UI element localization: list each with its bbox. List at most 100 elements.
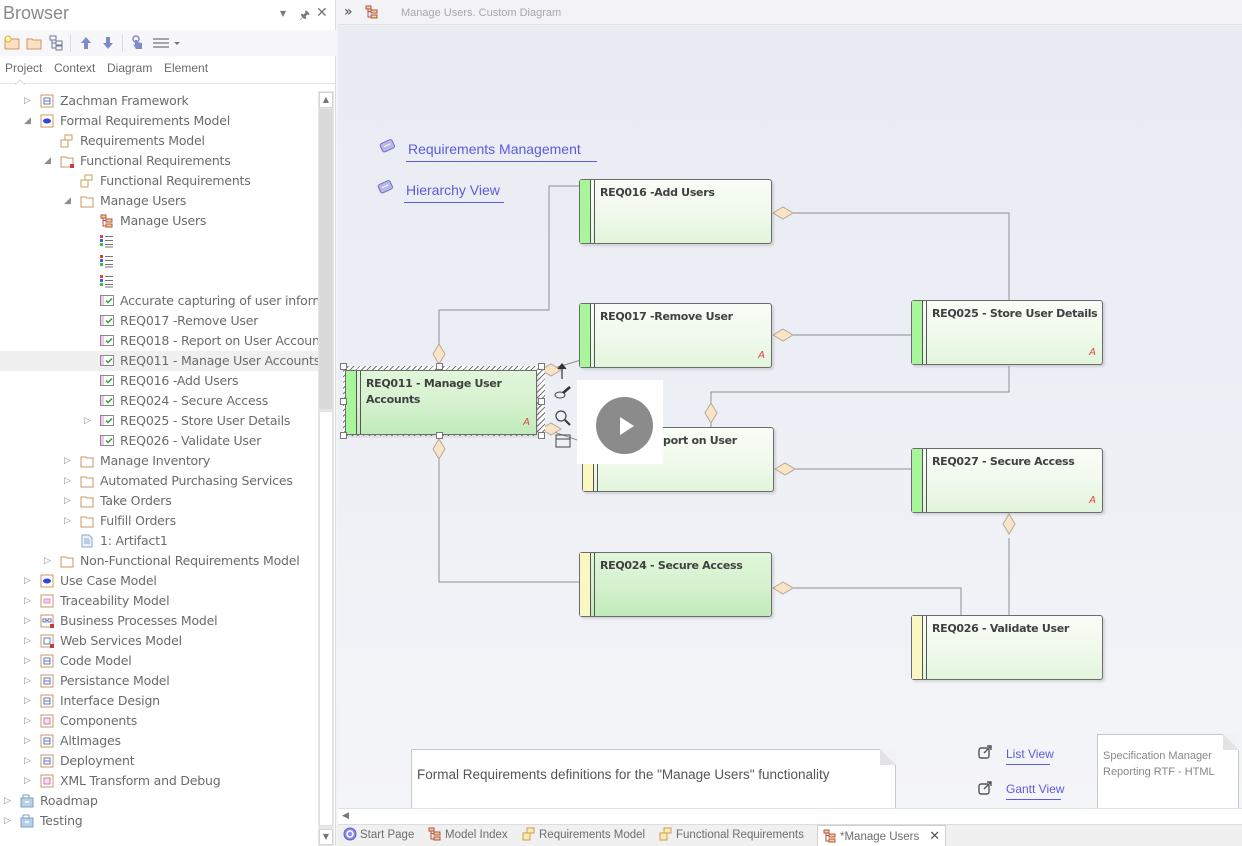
tree-item[interactable]	[0, 271, 318, 291]
zoom-icon[interactable]	[554, 409, 572, 427]
tab-project[interactable]: Project	[5, 61, 43, 75]
tree-item[interactable]: REQ024 - Secure Access	[0, 391, 318, 411]
tree-item[interactable]: ◢Manage Users	[0, 191, 318, 211]
scroll-down-arrow[interactable]: ▼	[319, 829, 333, 845]
resize-handle[interactable]	[436, 432, 443, 439]
requirement-req025[interactable]: REQ025 - Store User Details A	[911, 300, 1103, 365]
diagram-link-icon[interactable]	[378, 136, 398, 156]
expand-toggle-icon[interactable]: ▷	[64, 456, 71, 466]
requirement-req026[interactable]: REQ026 - Validate User	[911, 615, 1103, 680]
collapse-toggle-icon[interactable]: ◢	[44, 156, 51, 166]
tree-item[interactable]: ◢Formal Requirements Model	[0, 111, 318, 131]
expand-icon[interactable]: »	[344, 4, 353, 20]
expand-toggle-icon[interactable]: ▷	[24, 756, 31, 766]
diagram-link-icon[interactable]	[376, 177, 396, 197]
expand-toggle-icon[interactable]: ▷	[84, 416, 91, 426]
menu-icon[interactable]	[152, 35, 182, 51]
requirement-req017[interactable]: REQ017 -Remove User A	[579, 303, 772, 368]
requirement-req027[interactable]: REQ027 - Secure Access A	[911, 448, 1103, 513]
tree-item[interactable]: ▷Roadmap	[0, 791, 318, 811]
expand-toggle-icon[interactable]: ▷	[24, 596, 31, 606]
doc-tab-start-page[interactable]: Start Page	[343, 825, 414, 846]
gantt-view-link[interactable]: Gantt View	[1006, 782, 1065, 796]
tree-item[interactable]: ▷Deployment	[0, 751, 318, 771]
tree-item[interactable]: ▷AltImages	[0, 731, 318, 751]
tree-item[interactable]: ▷Fulfill Orders	[0, 511, 318, 531]
pin-icon[interactable]: 🖈︎	[299, 8, 311, 22]
expand-toggle-icon[interactable]: ▷	[4, 816, 11, 826]
move-down-icon[interactable]	[100, 35, 116, 51]
expand-toggle-icon[interactable]: ▷	[24, 736, 31, 746]
collapse-toggle-icon[interactable]: ◢	[64, 196, 71, 206]
expand-toggle-icon[interactable]: ▷	[64, 496, 71, 506]
chevron-down-icon[interactable]: ▾	[280, 6, 287, 20]
expand-toggle-icon[interactable]: ▷	[24, 776, 31, 786]
tree-item[interactable]: ▷Take Orders	[0, 491, 318, 511]
tree-scrollbar[interactable]: ▲ ▼	[318, 91, 334, 846]
new-diagram-icon[interactable]	[48, 35, 64, 51]
tree-item[interactable]	[0, 231, 318, 251]
external-link-icon[interactable]	[978, 781, 992, 795]
tab-diagram[interactable]: Diagram	[107, 61, 153, 75]
doc-tab-functional-requirements[interactable]: Functional Requirements	[659, 825, 804, 846]
connector-arrow-icon[interactable]	[555, 362, 569, 380]
tree-item[interactable]: Accurate capturing of user informa	[0, 291, 318, 311]
tree-item[interactable]: ▷Interface Design	[0, 691, 318, 711]
diagram-canvas[interactable]: Requirements Management Hierarchy View R…	[338, 26, 1242, 808]
tree-item[interactable]: Manage Users	[0, 211, 318, 231]
expand-toggle-icon[interactable]: ▷	[24, 576, 31, 586]
resize-handle[interactable]	[340, 398, 347, 405]
resize-handle[interactable]	[436, 363, 443, 370]
hyperlink-hierarchy-view[interactable]: Hierarchy View	[406, 182, 500, 198]
close-tab-icon[interactable]: ✕	[929, 828, 941, 843]
resize-handle[interactable]	[538, 432, 545, 439]
tree-item[interactable]: ▷Web Services Model	[0, 631, 318, 651]
expand-toggle-icon[interactable]: ▷	[24, 636, 31, 646]
doc-tab-model-index[interactable]: Model Index	[428, 825, 508, 846]
resize-handle[interactable]	[538, 398, 545, 405]
play-button[interactable]	[577, 380, 663, 464]
note-main[interactable]: Formal Requirements definitions for the …	[411, 749, 896, 808]
window-icon[interactable]	[555, 433, 571, 449]
tree-item[interactable]: ▷Code Model	[0, 651, 318, 671]
tree-item[interactable]: Functional Requirements	[0, 171, 318, 191]
tree-item[interactable]: REQ017 -Remove User	[0, 311, 318, 331]
move-up-icon[interactable]	[78, 35, 94, 51]
tree-item[interactable]: ▷Use Case Model	[0, 571, 318, 591]
requirement-req011[interactable]: REQ011 - Manage User Accounts A	[345, 370, 537, 435]
resize-handle[interactable]	[340, 363, 347, 370]
expand-toggle-icon[interactable]: ▷	[64, 516, 71, 526]
tree-item[interactable]: ▷Persistance Model	[0, 671, 318, 691]
diagram-horizontal-scrollbar[interactable]: ◀	[338, 808, 1242, 824]
expand-toggle-icon[interactable]: ▷	[24, 696, 31, 706]
expand-toggle-icon[interactable]: ▷	[4, 796, 11, 806]
tab-context[interactable]: Context	[54, 61, 96, 75]
tree-item[interactable]: 1: Artifact1	[0, 531, 318, 551]
requirement-req024[interactable]: REQ024 - Secure Access	[579, 552, 772, 617]
scrollbar-track[interactable]	[319, 411, 333, 826]
tree-item[interactable]: ▷XML Transform and Debug	[0, 771, 318, 791]
note-side[interactable]: Specification Manager Reporting RTF - HT…	[1097, 734, 1239, 808]
resize-handle[interactable]	[538, 363, 545, 370]
paint-brush-icon[interactable]	[554, 385, 572, 401]
tree-item[interactable]: ▷Business Processes Model	[0, 611, 318, 631]
tree-item[interactable]: ▷Components	[0, 711, 318, 731]
resize-handle[interactable]	[340, 432, 347, 439]
tree-item[interactable]: ▷Manage Inventory	[0, 451, 318, 471]
expand-toggle-icon[interactable]: ▷	[24, 616, 31, 626]
tree-item[interactable]: ▷Automated Purchasing Services	[0, 471, 318, 491]
tree-item[interactable]: REQ011 - Manage User Accounts	[0, 351, 318, 371]
doc-tab-requirements-model[interactable]: Requirements Model	[522, 825, 645, 846]
tree-item[interactable]: ▷Zachman Framework	[0, 91, 318, 111]
scroll-up-arrow[interactable]: ▲	[319, 92, 333, 108]
expand-toggle-icon[interactable]: ▷	[64, 476, 71, 486]
tab-element[interactable]: Element	[164, 61, 209, 75]
expand-toggle-icon[interactable]: ▷	[24, 96, 31, 106]
list-view-link[interactable]: List View	[1006, 747, 1054, 761]
tree-item[interactable]: REQ026 - Validate User	[0, 431, 318, 451]
expand-toggle-icon[interactable]: ▷	[24, 716, 31, 726]
scrollbar-thumb[interactable]	[319, 109, 333, 409]
expand-toggle-icon[interactable]: ▷	[24, 656, 31, 666]
collapse-toggle-icon[interactable]: ◢	[24, 116, 31, 126]
tree-item[interactable]: Requirements Model	[0, 131, 318, 151]
